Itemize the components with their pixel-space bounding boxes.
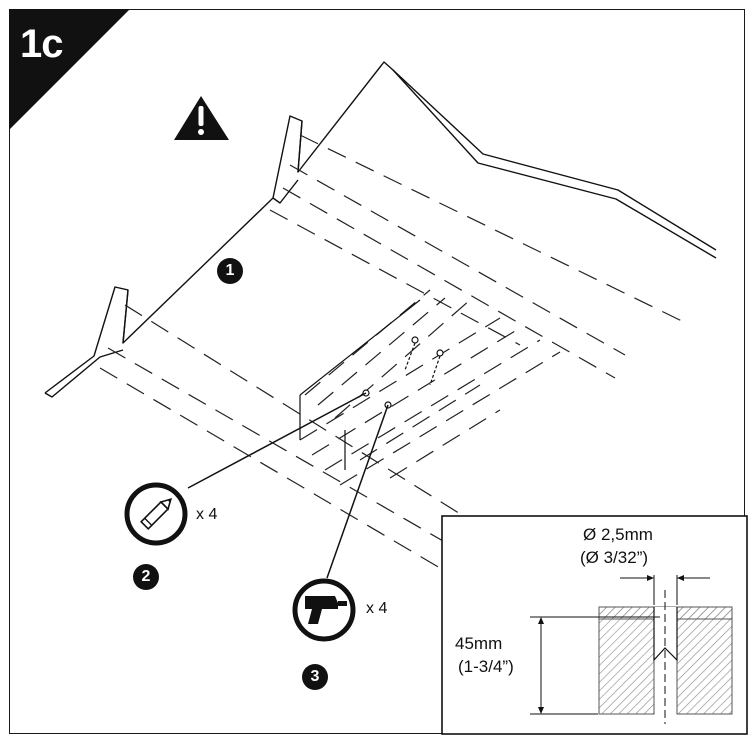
- hidden-edges: [99, 134, 691, 569]
- cabinet-outline: [44, 61, 717, 398]
- pencil-icon: [124, 482, 188, 546]
- leader-lines: [187, 392, 389, 579]
- badge-1: 1: [218, 259, 242, 283]
- drill-detail-inset: [441, 515, 748, 735]
- drill-quantity: x 4: [366, 600, 388, 617]
- panel-edges: [299, 299, 421, 470]
- pencil-quantity: x 4: [196, 506, 218, 523]
- diagram-frame: [9, 9, 745, 734]
- warning-icon: [174, 96, 229, 140]
- screw-marks: [362, 336, 444, 409]
- badge-3: 3: [303, 665, 327, 689]
- hole-diameter-imperial: (Ø 3/32”): [580, 548, 649, 567]
- hole-diameter-metric: Ø 2,5mm: [583, 525, 653, 544]
- step-corner-triangle: [9, 9, 130, 130]
- step-label: 1c: [20, 22, 63, 66]
- drill-icon: [292, 578, 356, 642]
- badge-2: 2: [134, 565, 158, 589]
- hole-depth-metric: 45mm: [455, 634, 503, 653]
- hole-depth-imperial: (1-3/4”): [458, 657, 514, 676]
